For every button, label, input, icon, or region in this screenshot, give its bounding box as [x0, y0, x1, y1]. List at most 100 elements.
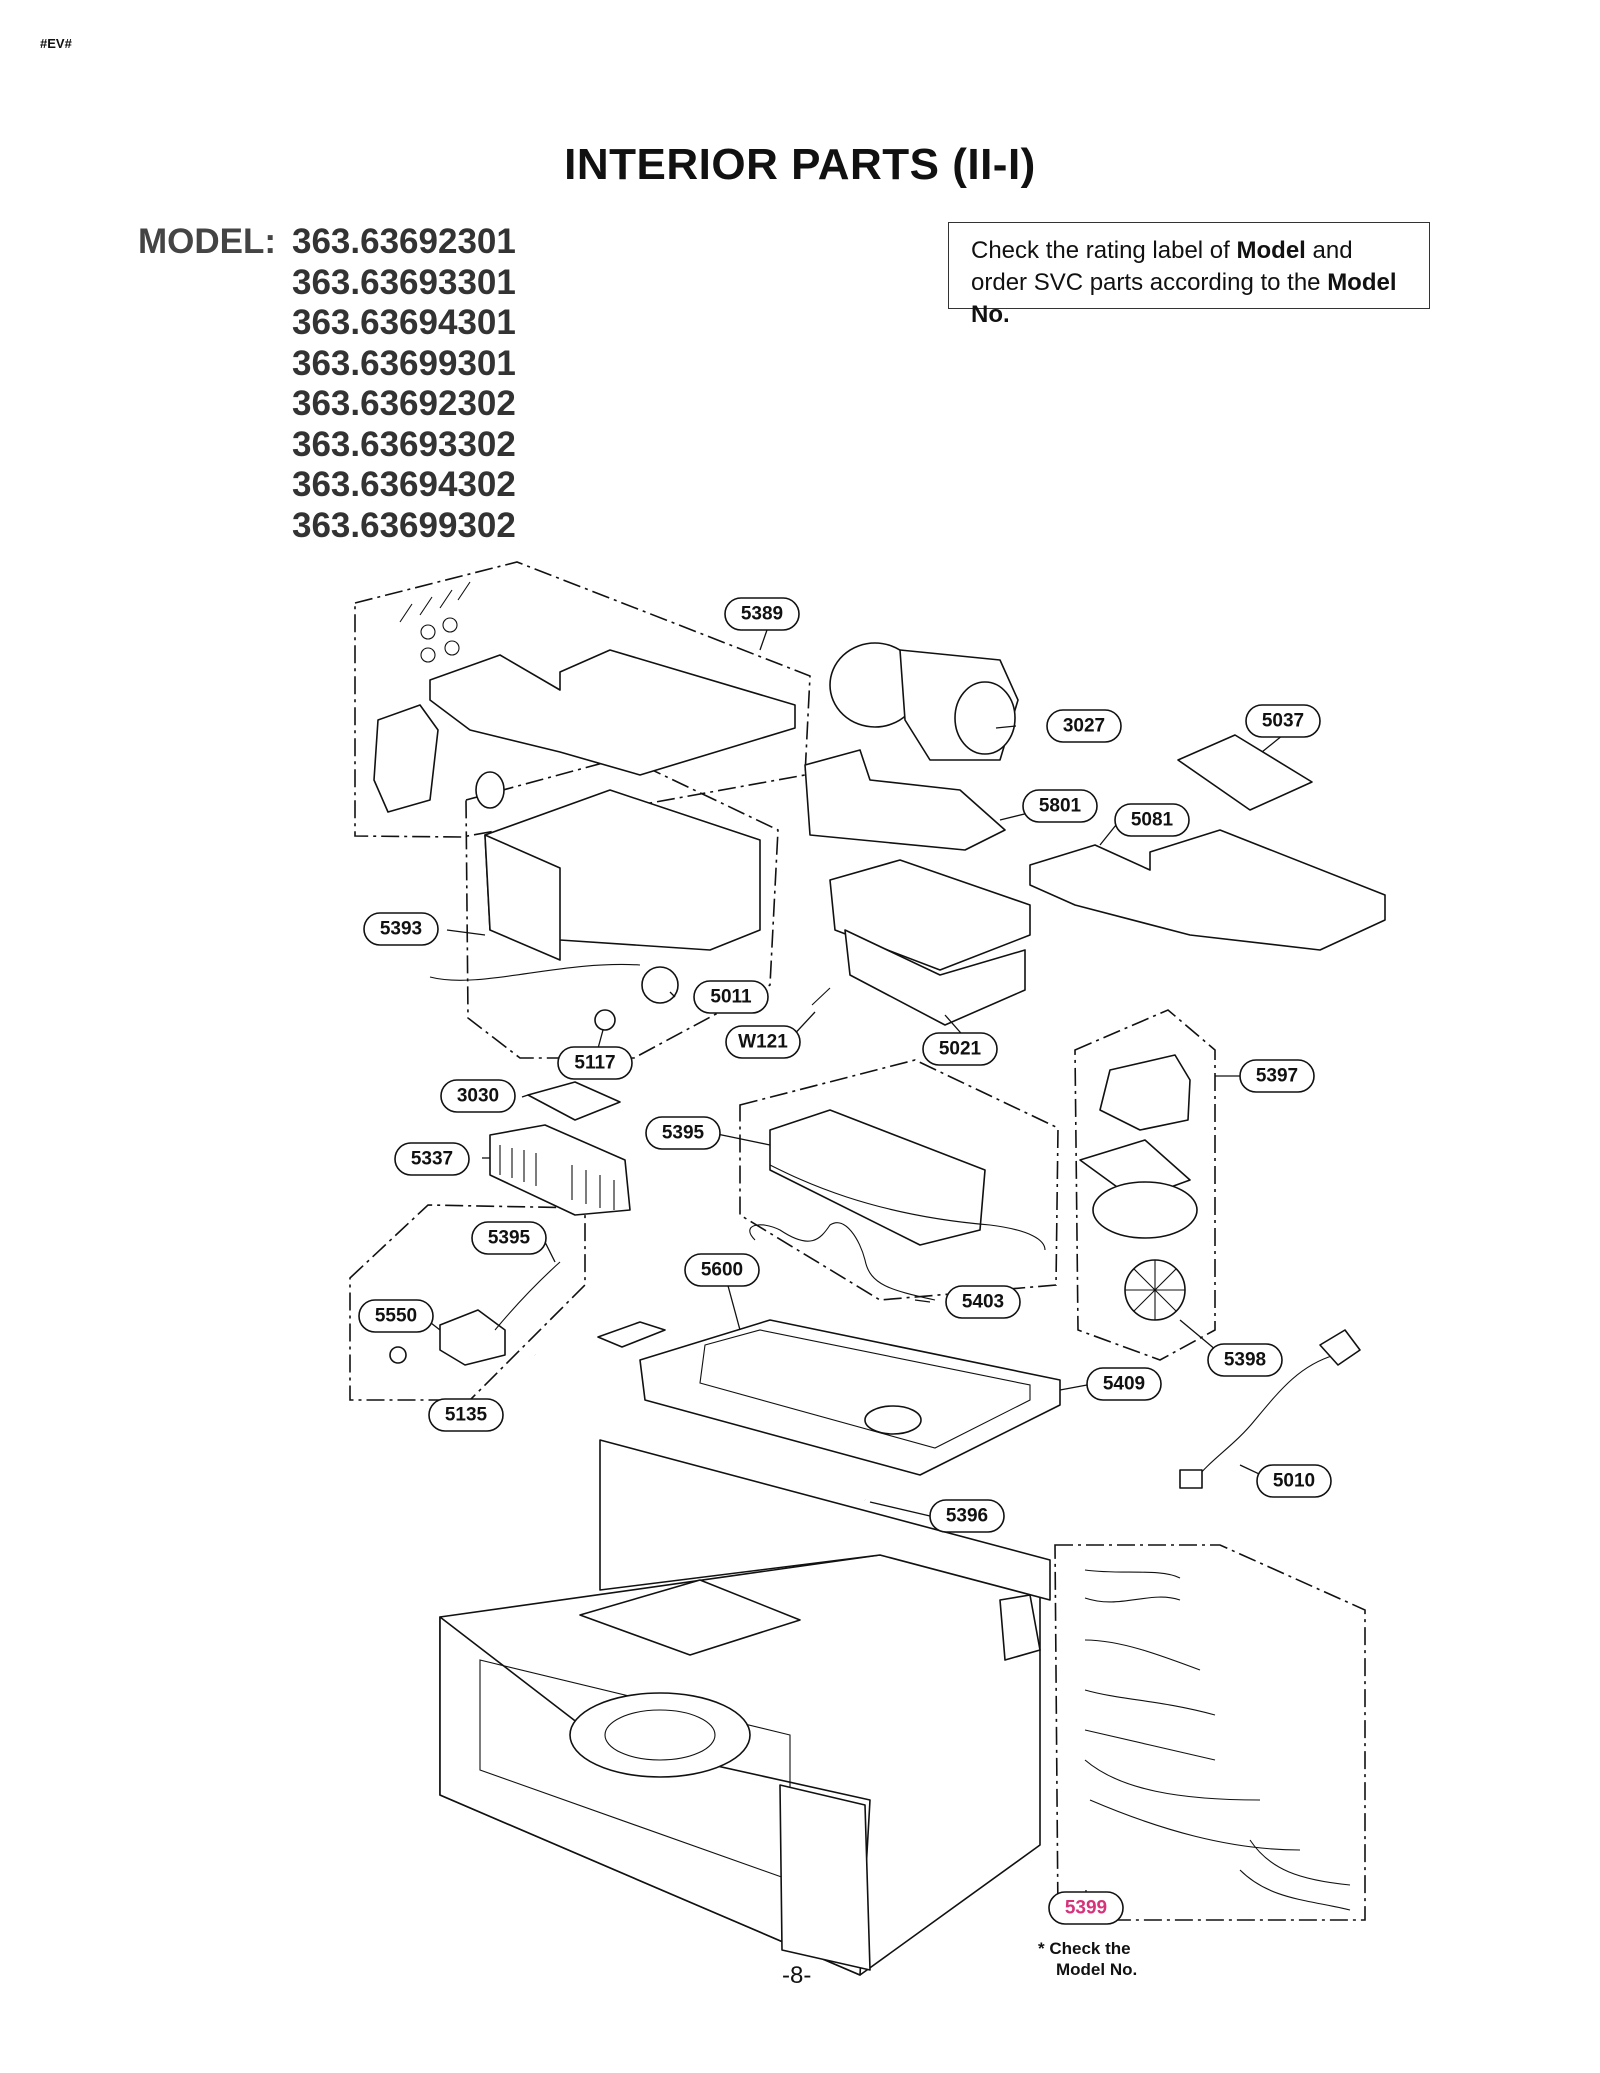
callout-label: 5021 [939, 1039, 982, 1060]
cover-5600 [597, 1321, 666, 1348]
motor-5011 [641, 966, 679, 1004]
callout-5021: 5021 [922, 1032, 998, 1066]
callout-5011: 5011 [693, 980, 769, 1014]
header-tag: #EV# [40, 36, 72, 51]
vent-assembly-lower [844, 929, 1026, 1026]
door-frame-side [779, 1784, 871, 1971]
callout-label: 5396 [946, 1506, 988, 1527]
callout-label: 5395 [488, 1228, 531, 1249]
callout-label: 5393 [380, 919, 422, 940]
model-number: 363.63699301 [292, 343, 516, 383]
callout-label: 5600 [701, 1260, 743, 1281]
group-boundary-top-left [354, 561, 811, 838]
model-number: 363.63694301 [292, 303, 516, 342]
callout-label: 3030 [457, 1086, 499, 1107]
model-number: 363.63699302 [292, 505, 516, 545]
model-label: MODEL: [138, 222, 277, 261]
callout-label: 5011 [710, 987, 752, 1008]
mounting-plate [429, 649, 796, 776]
heater-assembly [769, 1109, 986, 1246]
callout-5393: 5393 [363, 912, 439, 946]
callout-5409: 5409 [1086, 1367, 1162, 1401]
callout-5550: 5550 [358, 1299, 434, 1333]
cover-3030 [527, 1081, 621, 1121]
turntable-hole [864, 1405, 922, 1435]
callout-label: 5389 [741, 604, 783, 625]
callout-5010: 5010 [1256, 1464, 1332, 1498]
sensor-5550 [439, 1309, 506, 1366]
notice-text: Check the rating label of [971, 237, 1237, 264]
notice-bold-model: Model [1236, 237, 1306, 264]
rating-label-notice: Check the rating label of Model and orde… [948, 222, 1430, 328]
callout-5037: 5037 [1245, 704, 1321, 738]
air-duct-front [484, 834, 561, 961]
page-title: INTERIOR PARTS (II-I) [564, 140, 1036, 189]
top-plate [1029, 829, 1386, 951]
callout-label: 3027 [1063, 716, 1105, 737]
charcoal-filter [1177, 734, 1313, 811]
model-number: 363.63692301 [292, 222, 516, 261]
grille-5337 [489, 1124, 631, 1216]
model-number: 363.63693301 [292, 262, 516, 302]
callout-5337: 5337 [394, 1142, 470, 1176]
callout-5396: 5396 [929, 1499, 1005, 1533]
model-number: 363.63693302 [292, 424, 516, 464]
callout-5403: 5403 [945, 1285, 1021, 1319]
power-cord [1194, 1354, 1336, 1481]
callout-5135: 5135 [428, 1398, 504, 1432]
callout-5399: 5399 [1048, 1891, 1124, 1925]
convection-housing [1092, 1181, 1198, 1239]
sensor-5550-tip [389, 1346, 407, 1364]
callout-label: 5081 [1131, 810, 1174, 831]
group-boundary-convection [1074, 1009, 1216, 1361]
callout-5395-heater: 5395 [645, 1116, 721, 1150]
callout-5117: 5117 [557, 1046, 633, 1080]
callout-5081: 5081 [1114, 803, 1190, 837]
turntable-base [569, 1692, 751, 1778]
fan-duct-plate [804, 749, 1006, 851]
cavity-back-panel [599, 1439, 1051, 1601]
sensor-5117 [594, 1009, 616, 1031]
callout-5395-sensor: 5395 [471, 1221, 547, 1255]
callout-label: 5399 [1065, 1898, 1107, 1919]
model-list: 363.63692301 363.63693301 363.63694301 3… [292, 222, 516, 546]
waveguide-top [579, 1579, 801, 1656]
blower-fan-inlet [954, 681, 1016, 755]
callout-label: 5398 [1224, 1350, 1266, 1371]
callout-5801: 5801 [1022, 789, 1098, 823]
model-number: 363.63694302 [292, 465, 516, 504]
model-number: 363.63692302 [292, 384, 516, 423]
callout-label: 5117 [574, 1053, 615, 1074]
callout-label: 5135 [445, 1405, 488, 1426]
callout-label: 5550 [375, 1306, 417, 1327]
wire-harness [1084, 1569, 1351, 1911]
callout-label: 5397 [1256, 1066, 1298, 1087]
callout-w121: W121 [725, 1025, 801, 1059]
group-boundary-harness [1054, 1544, 1366, 1921]
notice-text: and order SVC parts according to the [971, 237, 1353, 296]
callout-5600: 5600 [684, 1253, 760, 1287]
callout-label: 5010 [1273, 1471, 1315, 1492]
power-plug [1319, 1329, 1361, 1366]
notice-bold-model-no: Model No. [971, 269, 1397, 328]
screw-set [399, 581, 471, 663]
cavity-top-plate [639, 1319, 1061, 1476]
callout-label: 5409 [1103, 1374, 1145, 1395]
group-boundary-sensor [349, 1204, 586, 1401]
callout-5398: 5398 [1207, 1343, 1283, 1377]
leader-lines [421, 629, 1284, 1921]
callout-label: 5337 [411, 1149, 453, 1170]
callout-label: 5403 [962, 1292, 1004, 1313]
callout-5389: 5389 [724, 597, 800, 631]
control-panel-rear [999, 1594, 1041, 1661]
screw-w121 [811, 987, 831, 1006]
thermostat [475, 771, 505, 809]
heater-element-5403 [749, 1222, 936, 1301]
callout-label: 5395 [662, 1123, 705, 1144]
vent-assembly [829, 859, 1031, 971]
check-note-line: Model No. [1056, 1960, 1138, 1979]
group-boundary-heater [739, 1059, 1059, 1301]
callout-label: 5801 [1039, 796, 1082, 817]
check-note-line: * Check the [1038, 1939, 1131, 1958]
